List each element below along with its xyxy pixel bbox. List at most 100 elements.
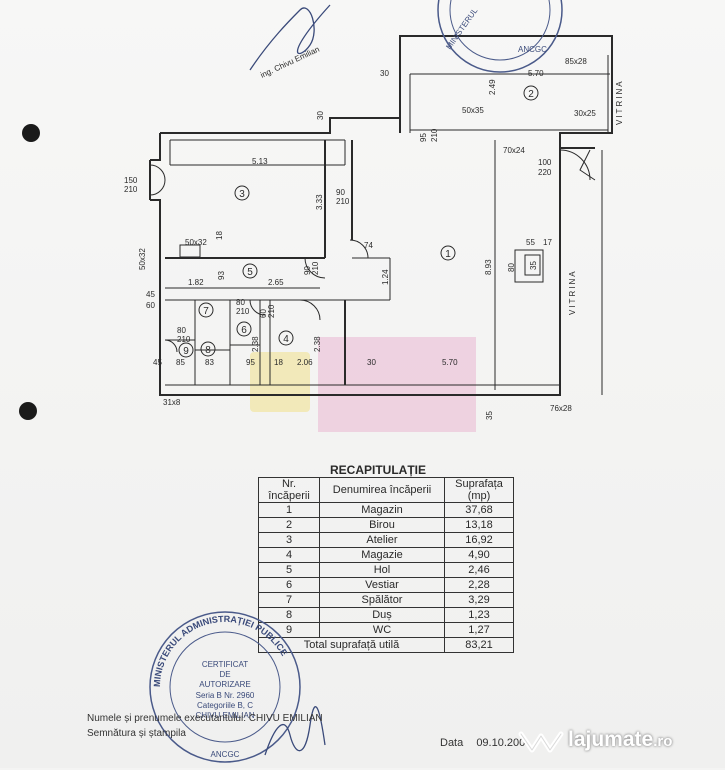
dim-label: 17 (543, 238, 552, 247)
dim-label: 90 (303, 266, 312, 275)
cell-name: Magazin (319, 502, 445, 518)
cell-name: Magazie (319, 547, 445, 563)
room-3-label: 3 (239, 189, 245, 200)
cell-nr: 2 (258, 517, 320, 533)
dim-label: 70x24 (503, 146, 525, 155)
header-name: Denumirea încăperii (319, 477, 445, 503)
dim-label: 3.33 (315, 194, 324, 210)
cell-name: Hol (319, 562, 445, 578)
stamp-bottom-text: ANCGC (211, 750, 240, 759)
stamp-center-6: CHIVU EMILIAN (195, 711, 254, 720)
dim-label: 95 (246, 358, 255, 367)
dim-label: 83 (205, 358, 214, 367)
dim-label: 210 (430, 128, 439, 142)
dim-label: 220 (538, 168, 552, 177)
cell-area: 2,46 (444, 562, 514, 578)
vitrina-label-top: VITRINA (615, 79, 624, 125)
cell-name: Duș (319, 607, 445, 623)
dim-label: 30 (380, 69, 389, 78)
cell-nr: 5 (258, 562, 320, 578)
dim-label: 30x25 (574, 109, 596, 118)
dim-label: 50x35 (462, 106, 484, 115)
brand-watermark[interactable]: lajumate.ro (516, 722, 716, 762)
dim-label: 210 (236, 307, 250, 316)
dim-label: 35 (529, 261, 538, 270)
room-2-label: 2 (528, 89, 534, 100)
dim-label: 2.38 (251, 336, 260, 352)
room-5-label: 5 (247, 267, 253, 278)
cell-area: 16,92 (444, 532, 514, 548)
room-labels: 1 2 3 4 5 6 7 8 9 (178, 85, 539, 358)
dim-label: 50x32 (185, 238, 207, 247)
dim-label: 210 (311, 261, 320, 275)
dim-label: 74 (364, 241, 373, 250)
stamp-center-3: AUTORIZARE (199, 680, 250, 689)
cell-area: 1,23 (444, 607, 514, 623)
room-4-label: 4 (283, 334, 289, 345)
signature-scribble-bottom (264, 706, 326, 756)
dim-label: 1.82 (188, 278, 204, 287)
cell-nr: 4 (258, 547, 320, 563)
brand-name: lajumate (568, 728, 654, 751)
dim-label: 2.38 (313, 336, 322, 352)
dim-label: 76x28 (550, 404, 572, 413)
dim-label: 18 (215, 231, 224, 240)
dim-label: 150 (124, 176, 138, 185)
dim-label: 1.24 (381, 269, 390, 285)
room-7-label: 7 (203, 306, 209, 317)
table-total-row: Total suprafață utilă 83,21 (258, 637, 514, 653)
cell-name: Atelier (319, 532, 445, 548)
dim-label: 35 (485, 411, 494, 420)
header-area: Suprafața (mp) (444, 477, 514, 503)
dim-label: 45 (153, 358, 162, 367)
dim-label: 5.70 (442, 358, 458, 367)
cell-area: 37,68 (444, 502, 514, 518)
date-label: Data (440, 737, 464, 749)
dim-label: 8.93 (484, 259, 493, 275)
total-value: 83,21 (444, 637, 514, 653)
stamp-center-5: Categoriile B, C (197, 701, 253, 710)
cell-name: Birou (319, 517, 445, 533)
room-1-label: 1 (445, 249, 451, 260)
cell-name: Vestiar (319, 577, 445, 593)
stamp-center-2: DE (219, 670, 230, 679)
dim-label: 80 (236, 298, 245, 307)
dim-label: 50x32 (138, 248, 147, 270)
svg-text:ANCGC: ANCGC (518, 45, 547, 54)
cell-name: Spălător (319, 592, 445, 608)
floor-plan: 1 2 3 4 5 6 7 8 9 VITRINA VITRINA 30 5.7… (124, 0, 624, 420)
dim-label: 95 (419, 133, 428, 142)
table-header-row: Nr. încăperii Denumirea încăperii Supraf… (258, 477, 514, 503)
cell-area: 3,29 (444, 592, 514, 608)
dim-label: 85 (176, 358, 185, 367)
dim-label: 5.70 (528, 69, 544, 78)
brand-logo-icon (518, 731, 564, 753)
date-value: 09.10.200 (476, 737, 526, 749)
dim-label: 210 (124, 185, 138, 194)
signature-stamp-line: Semnătura și ștampila (87, 728, 186, 739)
dim-label: 31x8 (163, 398, 181, 407)
dim-label: 2.06 (297, 358, 313, 367)
cell-area: 2,28 (444, 577, 514, 593)
dim-label: 18 (274, 358, 283, 367)
dim-label: 2.49 (488, 79, 497, 95)
brand-tld: .ro (653, 733, 673, 750)
certificate-stamp: MINISTERUL ADMINISTRAȚIEI PUBLICE CERTIF… (149, 611, 301, 763)
recap-title: RECAPITULAȚIE (330, 463, 426, 477)
dim-label: 210 (267, 304, 276, 318)
cell-nr: 1 (258, 502, 320, 518)
stamp-center-1: CERTIFICAT (202, 660, 248, 669)
total-label: Total suprafață utilă (258, 637, 445, 653)
dimension-labels: 30 5.70 2.49 85x28 50x35 30x25 30 95 210… (124, 57, 596, 420)
date-line: Data 09.10.200 (440, 737, 525, 749)
vitrina-label-right: VITRINA (568, 269, 577, 315)
room-8-label: 8 (205, 345, 211, 356)
dim-label: 90 (336, 188, 345, 197)
cell-area: 1,27 (444, 622, 514, 638)
